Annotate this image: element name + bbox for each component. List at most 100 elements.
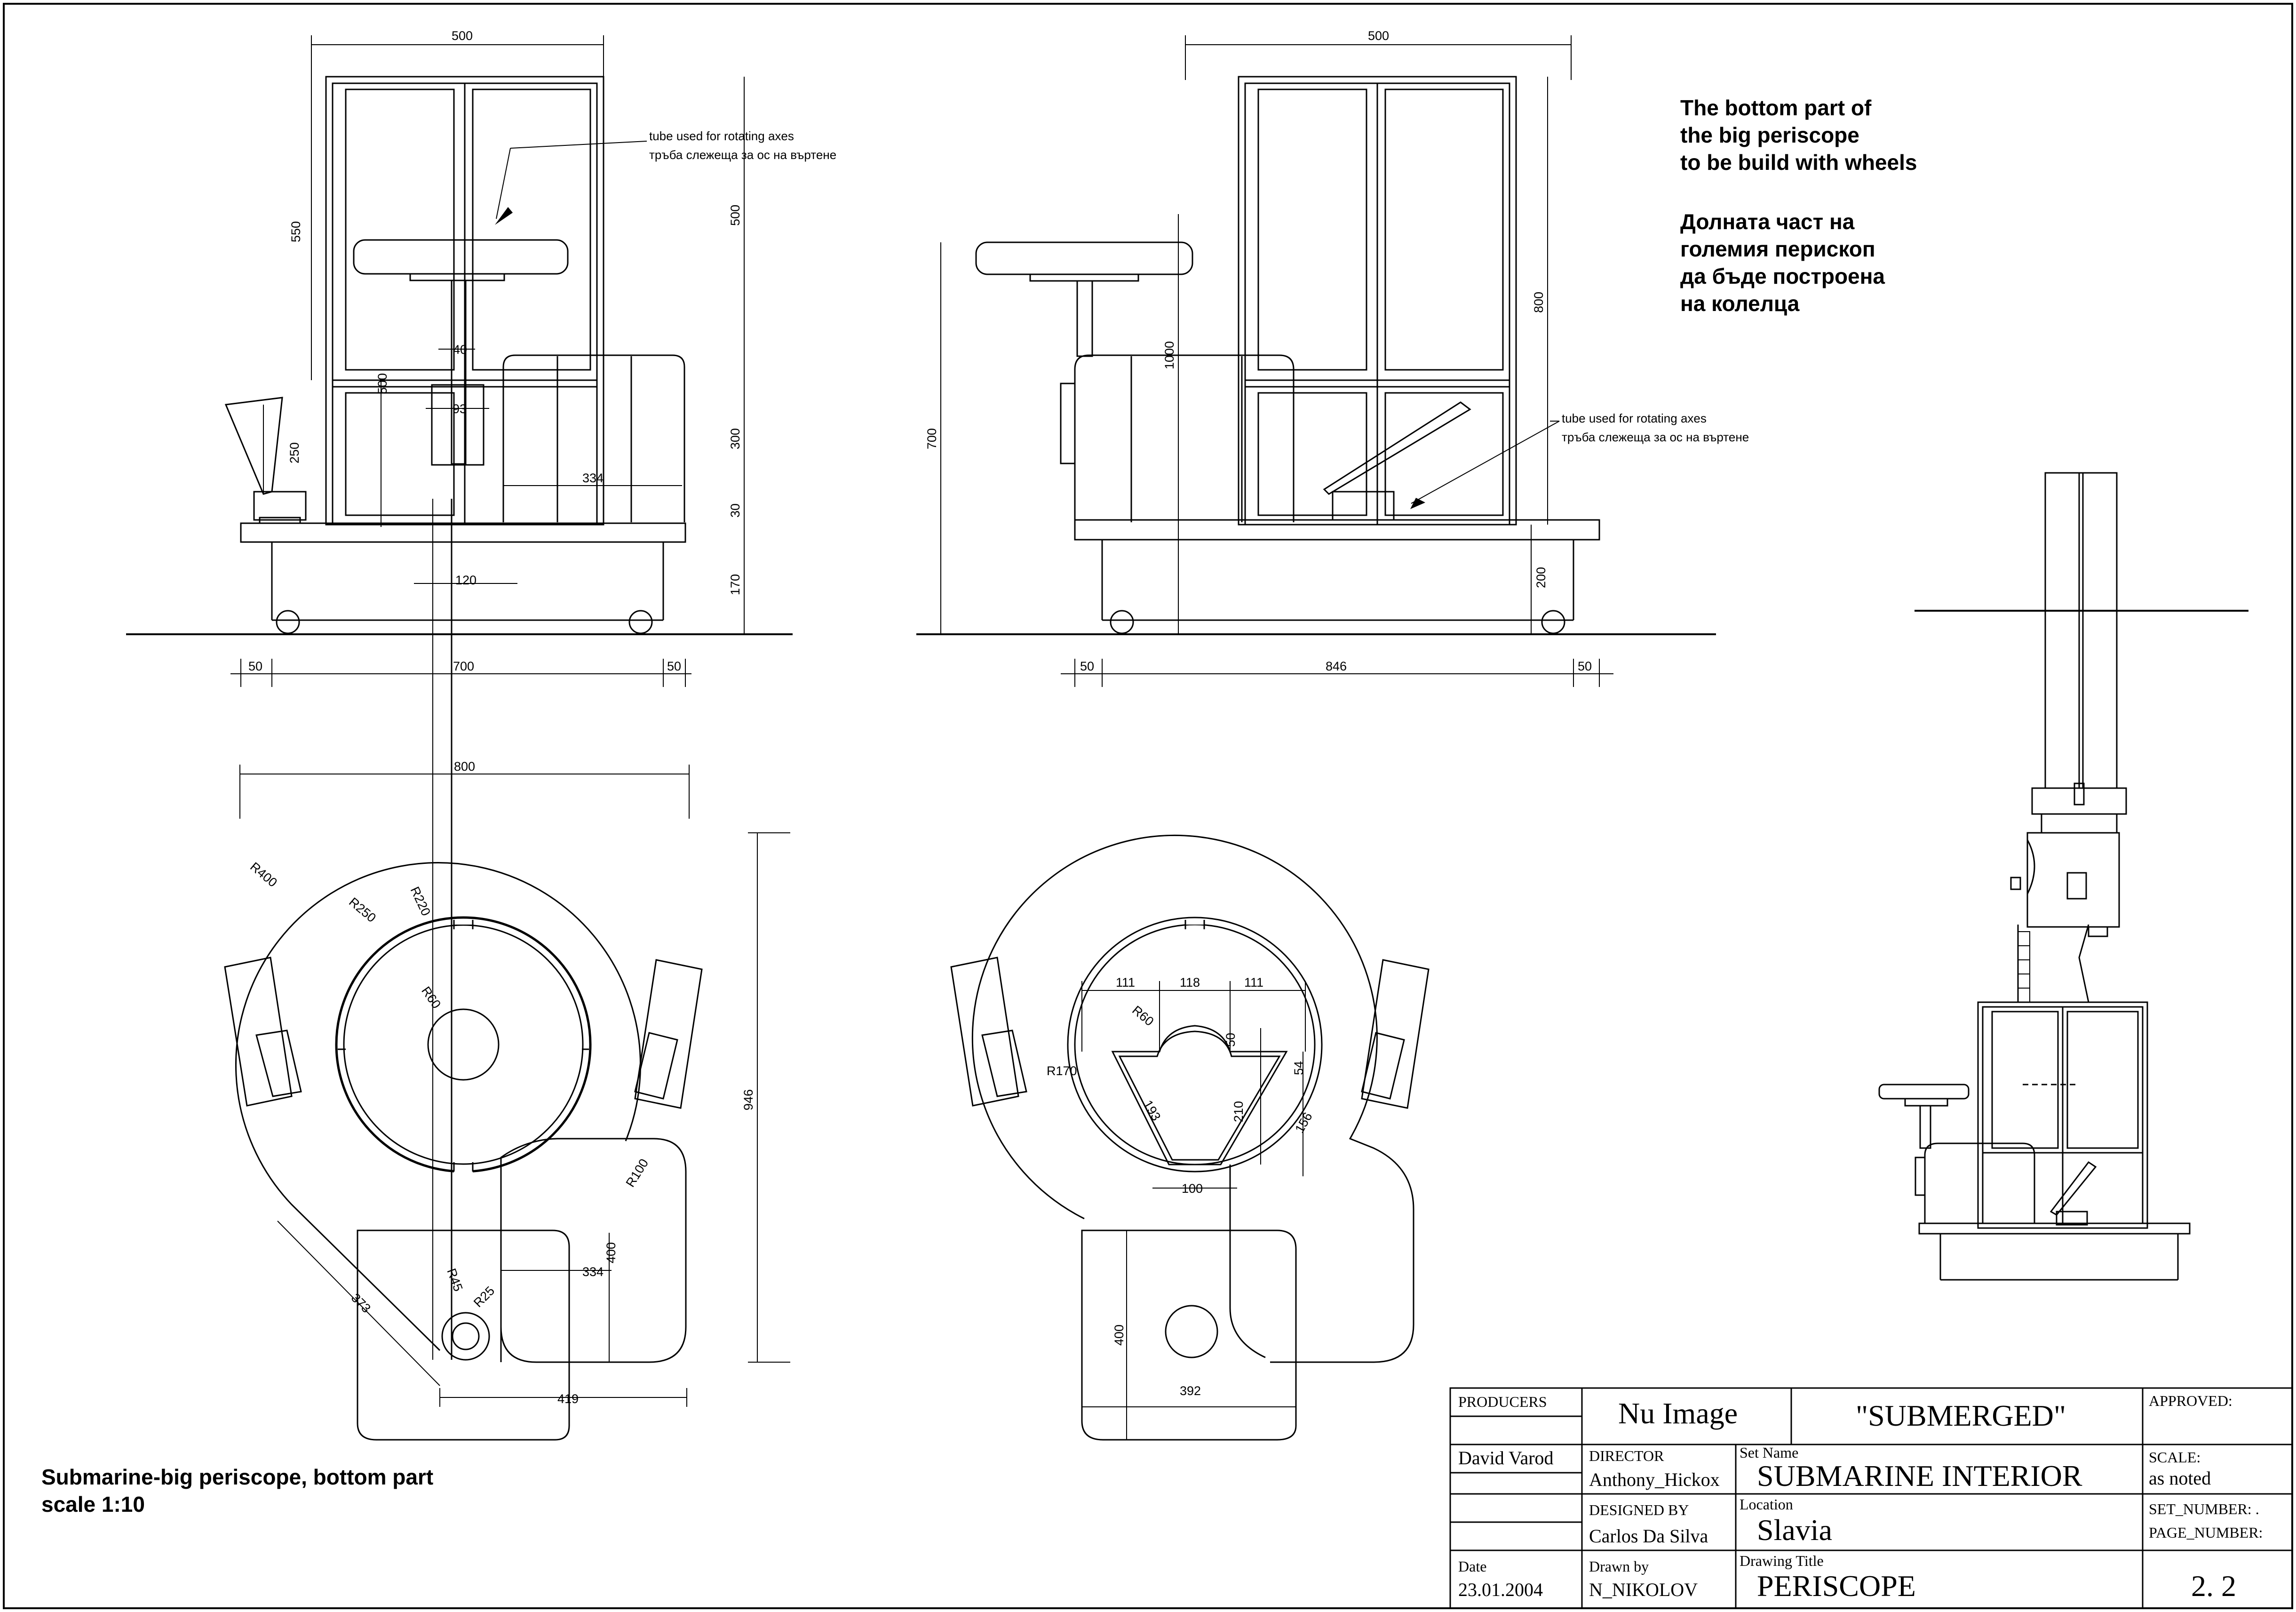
tb-producer-company: Nu Image	[1618, 1397, 1738, 1430]
dim-plan-right-156: 156	[1292, 1110, 1315, 1135]
tb-scale-value: as noted	[2149, 1468, 2211, 1489]
dim-front-500-right: 500	[728, 205, 742, 226]
tb-page-number: 2. 2	[2191, 1569, 2236, 1603]
tb-set-name: SUBMARINE INTERIOR	[1757, 1459, 2082, 1492]
dim-plan-left-800: 800	[454, 759, 475, 774]
plan-left-dimension-lines	[239, 499, 790, 1407]
tb-date-value: 23.01.2004	[1458, 1579, 1543, 1600]
dim-side-700: 700	[925, 428, 939, 449]
side-leader-arrow	[1410, 498, 1425, 509]
dim-front-base-700: 700	[453, 659, 474, 673]
side-dimension-lines	[940, 35, 1613, 687]
tb-producers-label: PRODUCERS	[1458, 1393, 1547, 1410]
tb-drawing-title-label: Drawing Title	[1740, 1552, 1824, 1569]
tb-film-title: "SUBMERGED"	[1856, 1399, 2066, 1432]
dim-plan-left-r60: R60	[419, 984, 444, 1011]
tb-drawing-title: PERISCOPE	[1757, 1569, 1916, 1603]
caption-title: Submarine-big periscope, bottom part	[41, 1465, 433, 1489]
side-tube-note-bg: тръба слежеща за ос на въртене	[1562, 430, 1749, 444]
plan-right	[950, 834, 1430, 1441]
tb-designed-label: DESIGNED BY	[1589, 1501, 1689, 1518]
dim-plan-right-118: 118	[1180, 975, 1200, 990]
dim-front-30: 30	[728, 503, 742, 518]
tb-location-label: Location	[1740, 1496, 1793, 1513]
tb-page-number-label: PAGE_NUMBER:	[2149, 1524, 2263, 1541]
periscope-side-view	[1878, 472, 2248, 1281]
dim-front-170: 170	[728, 574, 742, 595]
dim-plan-left-373: 373	[349, 1291, 373, 1316]
dim-front-40: 40	[453, 343, 467, 357]
dim-side-base-846: 846	[1326, 659, 1347, 673]
dim-plan-left-r250: R250	[346, 895, 379, 925]
dim-plan-right-54: 54	[1292, 1061, 1306, 1075]
dim-plan-left-r220: R220	[408, 885, 433, 918]
dim-side-200: 200	[1534, 567, 1548, 588]
dim-front-334: 334	[582, 471, 604, 485]
note-bg-line4: на колелца	[1680, 291, 1800, 316]
note-bg-line1: Долната част на	[1680, 209, 1855, 234]
dim-plan-right-210: 210	[1231, 1101, 1246, 1122]
note-en-line1: The bottom part of	[1680, 96, 1872, 120]
dim-plan-left-334: 334	[582, 1265, 604, 1279]
plan-right-dimension-lines	[1081, 981, 1306, 1440]
tb-approved-label: APPROVED:	[2149, 1392, 2232, 1409]
dim-plan-left-r100: R100	[623, 1157, 651, 1190]
dim-front-550: 550	[289, 221, 303, 242]
dim-front-base-50-right: 50	[667, 659, 681, 673]
dim-plan-left-r45: R45	[444, 1267, 465, 1293]
tb-director-label: DIRECTOR	[1589, 1447, 1664, 1464]
note-bg-line3: да бъде построена	[1680, 264, 1885, 288]
dim-front-base-50-left: 50	[248, 659, 262, 673]
dim-plan-right-50: 50	[1223, 1033, 1238, 1047]
dim-plan-left-946: 946	[741, 1089, 755, 1110]
dim-plan-right-193: 193	[1141, 1098, 1164, 1123]
caption-scale: scale 1:10	[41, 1492, 145, 1516]
dim-plan-left-400: 400	[604, 1242, 618, 1263]
tb-location-value: Slavia	[1757, 1513, 1832, 1547]
dim-front-120: 120	[455, 573, 477, 587]
side-elevation	[916, 76, 1716, 635]
note-bg-line2: големия перископ	[1680, 237, 1875, 261]
dim-plan-right-r170: R170	[1047, 1064, 1077, 1078]
side-tube-note-en: tube used for rotating axes	[1562, 411, 1707, 425]
dim-plan-left-419: 419	[557, 1392, 579, 1406]
tb-producer-name: David Varod	[1458, 1447, 1554, 1468]
sheet-border	[3, 3, 2293, 1609]
tb-drawn-name: N_NIKOLOV	[1589, 1579, 1698, 1600]
tb-set-name-label: Set Name	[1740, 1444, 1798, 1461]
front-leader-arrow	[495, 207, 513, 225]
tb-drawn-label: Drawn by	[1589, 1558, 1649, 1575]
dim-plan-right-111-right: 111	[1244, 975, 1263, 990]
tb-date-label: Date	[1458, 1558, 1486, 1575]
tb-designed-name: Carlos Da Silva	[1589, 1525, 1708, 1547]
dim-side-base-50-left: 50	[1080, 659, 1094, 673]
dim-plan-right-392: 392	[1180, 1384, 1201, 1398]
front-dimension-lines	[230, 35, 745, 687]
dim-front-top-width: 500	[452, 29, 473, 43]
drawing-texts: The bottom part of the big periscope to …	[41, 29, 2263, 1603]
dim-plan-right-111-left: 111	[1116, 975, 1135, 990]
dim-front-250: 250	[287, 442, 302, 463]
note-en-line2: the big periscope	[1680, 123, 1859, 147]
tb-scale-label: SCALE:	[2149, 1449, 2201, 1466]
dim-plan-left-r400: R400	[247, 860, 280, 890]
dim-plan-right-r60: R60	[1129, 1003, 1156, 1029]
periscope-rack	[2018, 931, 2030, 1003]
dim-side-top-width: 500	[1368, 29, 1389, 43]
plan-left	[224, 862, 703, 1441]
title-block-frame	[1449, 1387, 2293, 1609]
dim-side-800: 800	[1532, 292, 1546, 313]
note-en-line3: to be build with wheels	[1680, 150, 1917, 175]
tb-set-number-label: SET_NUMBER: .	[2149, 1500, 2259, 1517]
front-tube-note-bg: тръба слежеща за ос на въртене	[649, 148, 836, 162]
front-tube-note-en: tube used for rotating axes	[649, 129, 794, 143]
front-elevation	[126, 76, 793, 635]
tb-director-name: Anthony_Hickox	[1589, 1469, 1720, 1490]
dim-front-500-left: 500	[375, 373, 389, 394]
dim-plan-right-400: 400	[1112, 1325, 1126, 1346]
dim-plan-left-r25: R25	[471, 1284, 497, 1310]
dim-side-1000: 1000	[1162, 341, 1176, 369]
dim-side-base-50-right: 50	[1578, 659, 1592, 673]
dim-front-300: 300	[728, 428, 742, 449]
